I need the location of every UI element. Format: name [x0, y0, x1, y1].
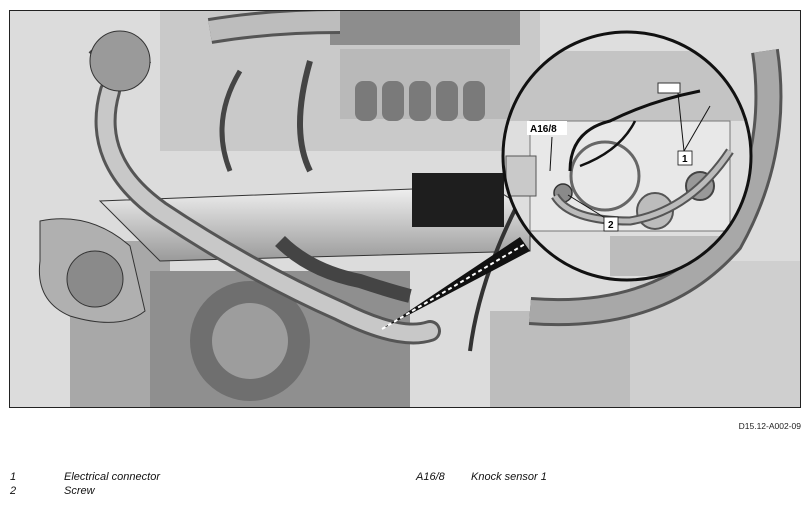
figure-code: D15.12-A002-09	[738, 421, 801, 431]
legend-text: Screw	[64, 485, 95, 497]
legend-text: Knock sensor 1	[471, 471, 547, 483]
engine-illustration: A16/8 1 2	[9, 10, 801, 408]
legend-item: A16/8 Knock sensor 1	[416, 470, 547, 484]
callout-a16-8-label: A16/8	[530, 124, 557, 135]
legend-item: 2 Screw	[10, 484, 160, 498]
legend-key: 2	[10, 485, 17, 497]
engine-drawing: A16/8 1 2	[10, 11, 800, 407]
legend-key: A16/8	[416, 471, 445, 483]
legend-right: A16/8 Knock sensor 1	[416, 470, 547, 484]
callout-1-label: 1	[682, 154, 688, 165]
callout-2-label: 2	[608, 220, 614, 231]
legend-left: 1 Electrical connector 2 Screw	[10, 470, 160, 498]
legend-text: Electrical connector	[64, 471, 160, 483]
legend-item: 1 Electrical connector	[10, 470, 160, 484]
legend-key: 1	[10, 471, 17, 483]
